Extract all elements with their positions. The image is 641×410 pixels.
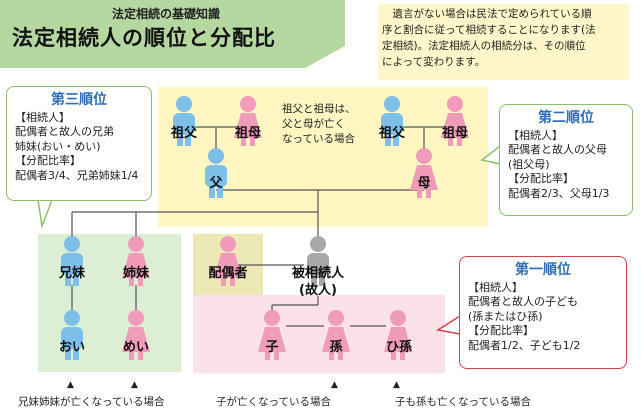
- label-niece: めい: [122, 340, 149, 355]
- deceased-figure: [307, 236, 329, 286]
- third-rank-heir-line: 配偶者と故人の兄弟: [15, 125, 114, 138]
- first-rank-title: 第一順位: [515, 262, 571, 278]
- second-rank-callout: 第二順位 【相続人】 配偶者と故人の父母 (祖父母) 【分配比率】 配偶者2/3…: [499, 104, 633, 216]
- child-figure: [258, 310, 286, 360]
- grandparent-note-line: 祖父と祖母は、: [282, 103, 356, 115]
- first-rank-heir-line: 配偶者と故人の子ども: [468, 295, 578, 308]
- second-rank-title: 第二順位: [538, 110, 594, 126]
- great-grandchild-figure: [384, 310, 412, 360]
- footnote-siblings-deceased: 兄妹姉妹が亡くなっている場合: [18, 396, 165, 408]
- note-line: 定相続)。法定相続人の相続分は、その順位: [382, 40, 586, 52]
- note-line: 序と割合に従って相続することになります(法: [382, 24, 596, 36]
- third-rank-ratio: 配偶者3/4、兄弟姉妹1/4: [15, 168, 139, 182]
- label-grandchild: 孫: [329, 340, 343, 355]
- label-grandfather-left: 祖父: [170, 126, 197, 141]
- third-rank-heir-heading: 【相続人】: [15, 110, 70, 124]
- note-line: 遺言がない場合は民法で定められている順: [392, 8, 592, 20]
- third-rank-title: 第三順位: [51, 92, 107, 108]
- grandmother-right-figure: [441, 96, 469, 146]
- label-grandmother-right: 祖母: [441, 126, 468, 141]
- label-spouse: 配偶者: [208, 266, 248, 281]
- marker-grandchild: ▲: [331, 380, 338, 390]
- father-figure: [205, 148, 227, 198]
- label-nephew: おい: [58, 340, 85, 355]
- first-rank-ratio: 配偶者1/2、子ども1/2: [468, 338, 581, 352]
- first-rank-heir-line: (孫またはひ孫): [468, 309, 543, 323]
- explanation-note: 遺言がない場合は民法で定められている順 序と割合に従って相続することになります(…: [378, 4, 629, 80]
- brother-figure: [61, 236, 83, 286]
- grandparent-note-line: なっている場合: [282, 133, 355, 145]
- sister-figure: [122, 236, 150, 286]
- label-sister: 姉妹: [122, 266, 149, 281]
- label-grandmother-left: 祖母: [234, 126, 261, 141]
- grandfather-right-figure: [381, 96, 403, 146]
- second-rank-ratio-heading: 【分配比率】: [508, 172, 574, 185]
- title-banner: [0, 0, 345, 68]
- second-rank-heir-line: (祖父母): [508, 157, 550, 171]
- first-rank-callout: 第一順位 【相続人】 配偶者と故人の子ども (孫またはひ孫) 【分配比率】 配偶…: [459, 256, 627, 369]
- marker-great-grandchild: ▲: [393, 380, 400, 390]
- note-line: によって変わります。: [382, 56, 486, 68]
- marker-niece: ▲: [131, 380, 138, 390]
- page-subtitle: 法定相続の基礎知識: [112, 7, 221, 21]
- mother-figure: [410, 148, 438, 198]
- first-rank-heir-heading: 【相続人】: [468, 280, 523, 294]
- niece-figure: [122, 310, 150, 360]
- third-rank-callout: 第三順位 【相続人】 配偶者と故人の兄弟 姉妹(おい・めい) 【分配比率】 配偶…: [6, 86, 152, 201]
- grandchild-figure: [322, 310, 350, 360]
- label-deceased: 被相続人: [291, 266, 344, 281]
- footnote-child-deceased: 子が亡くなっている場合: [216, 396, 331, 408]
- nephew-figure: [61, 310, 83, 360]
- page-title: 法定相続人の順位と分配比: [12, 26, 276, 50]
- grandfather-left-figure: [173, 96, 195, 146]
- label-child: 子: [265, 340, 279, 355]
- second-rank-heir-line: 配偶者と故人の父母: [508, 143, 607, 156]
- spouse-figure: [214, 236, 242, 286]
- third-rank-ratio-heading: 【分配比率】: [15, 154, 81, 167]
- label-great-grandchild: ひ孫: [385, 340, 412, 355]
- footnote-child-grandchild-deceased: 子も孫も亡くなっている場合: [395, 396, 531, 408]
- label-father: 父: [209, 176, 223, 191]
- second-rank-ratio: 配偶者2/3、父母1/3: [508, 186, 610, 200]
- grandparent-note: 祖父と祖母は、 父と母が亡く なっている場合: [282, 102, 356, 147]
- first-rank-ratio-heading: 【分配比率】: [468, 324, 534, 337]
- label-brother: 兄妹: [58, 266, 85, 281]
- marker-nephew: ▲: [67, 380, 74, 390]
- label-grandfather-right: 祖父: [378, 126, 405, 141]
- grandparent-note-line: 父と母が亡く: [282, 118, 345, 130]
- label-deceased-note: (故人): [299, 283, 337, 298]
- first-rank-zone-upper: [263, 295, 383, 305]
- label-mother: 母: [417, 176, 431, 191]
- second-rank-heir-heading: 【相続人】: [508, 128, 563, 142]
- grandmother-left-figure: [234, 96, 262, 146]
- third-rank-heir-line: 姉妹(おい・めい): [15, 139, 101, 153]
